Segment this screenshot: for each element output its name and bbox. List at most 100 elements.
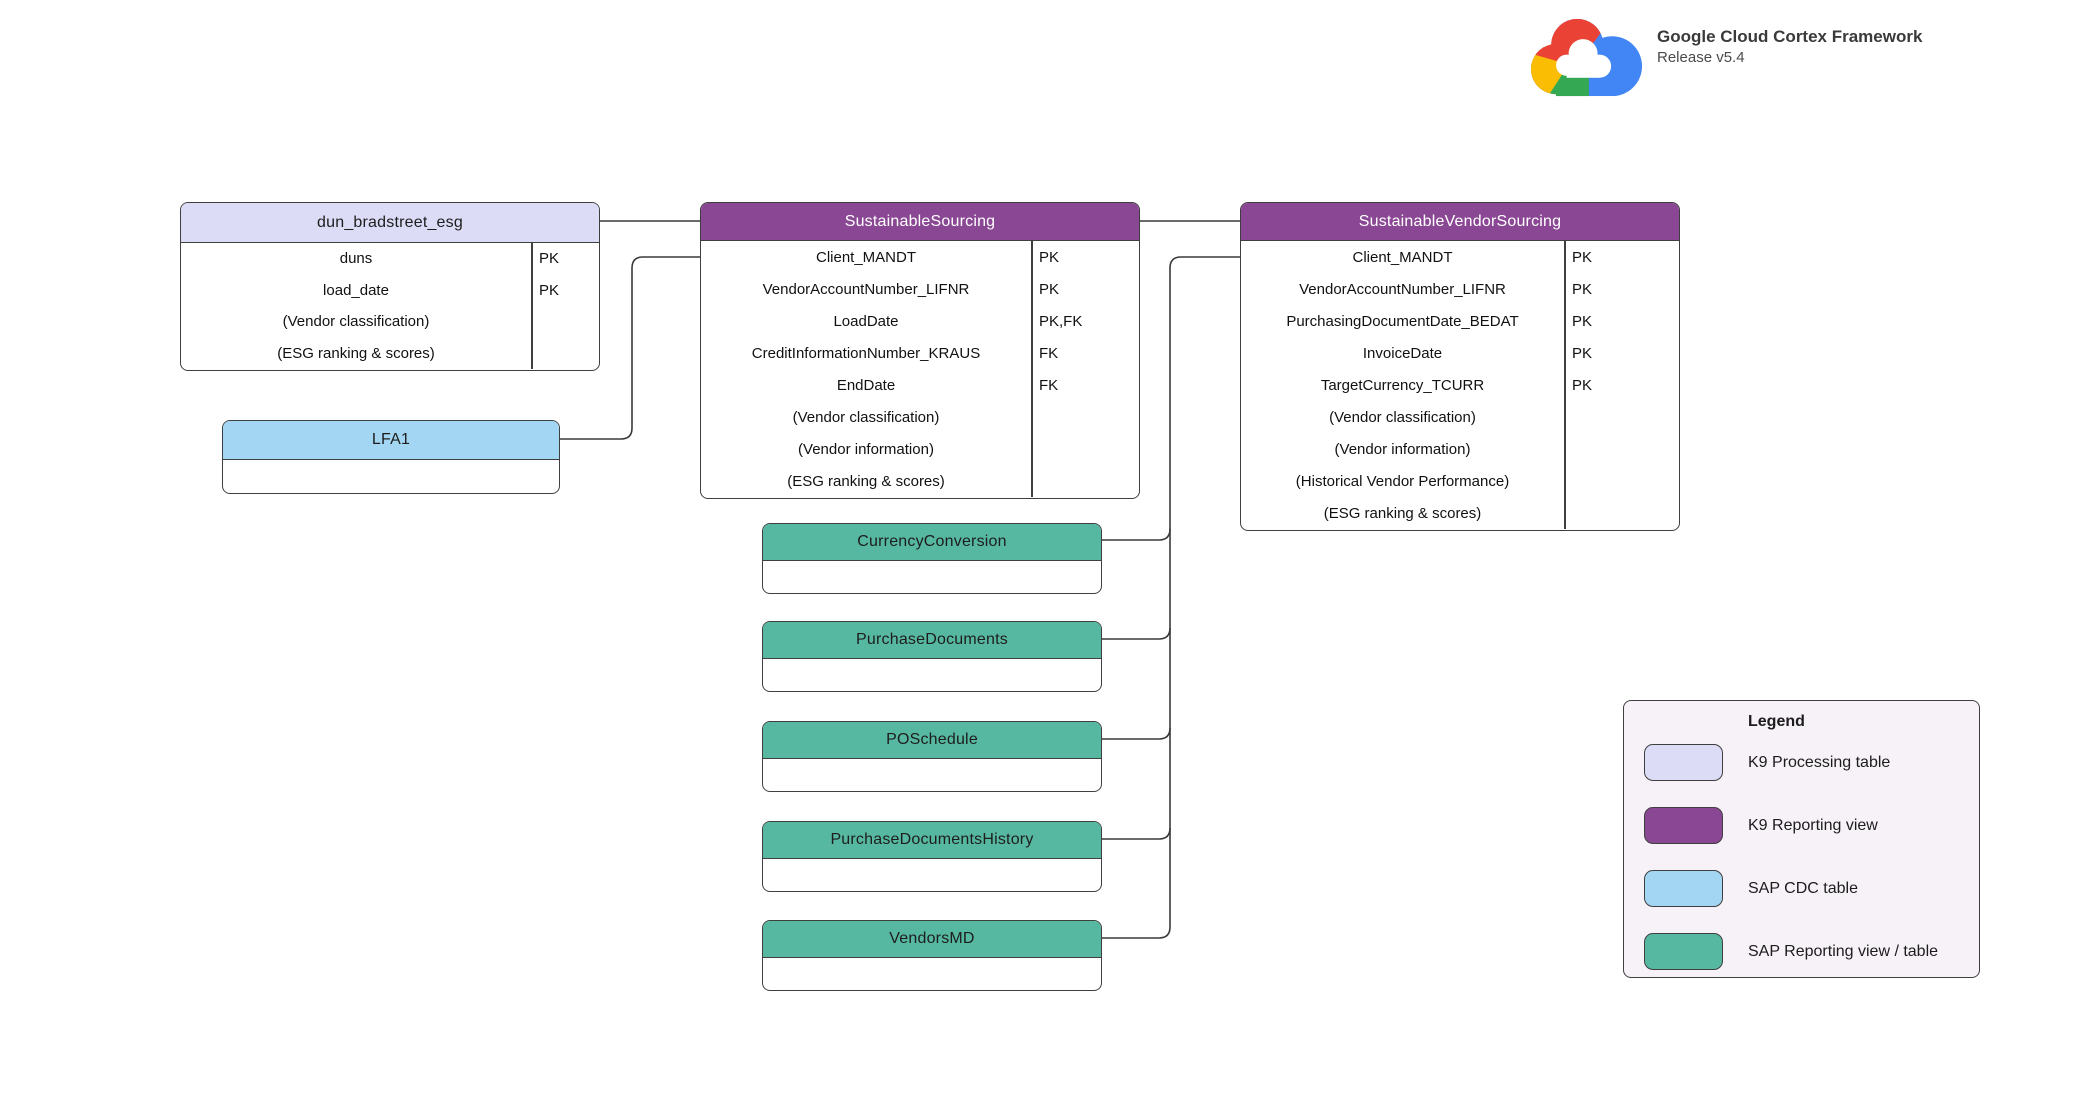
table-header-dun_bradstreet_esg: dun_bradstreet_esg	[181, 203, 599, 243]
table-header-purchase_documents_history: PurchaseDocumentsHistory	[763, 822, 1101, 859]
table-row: CreditInformationNumber_KRAUS FK	[701, 337, 1139, 369]
field-key	[1572, 465, 1679, 497]
google-cloud-logo	[1530, 18, 1643, 97]
field-key	[539, 306, 599, 338]
connector-line	[560, 256, 700, 440]
field-name: (ESG ranking & scores)	[277, 344, 435, 362]
field-name: (ESG ranking & scores)	[1323, 504, 1482, 522]
table-purchase_documents_history: PurchaseDocumentsHistory	[762, 821, 1102, 892]
field-name: PurchasingDocumentDate_BEDAT	[1286, 312, 1519, 330]
table-po_schedule: POSchedule	[762, 721, 1102, 792]
connectors-group	[560, 220, 1240, 939]
field-name: TargetCurrency_TCURR	[1320, 376, 1485, 394]
field-name: duns	[339, 250, 373, 268]
field-name: InvoiceDate	[1362, 344, 1443, 362]
table-row: (Historical Vendor Performance)	[1241, 465, 1679, 497]
field-name: VendorAccountNumber_LIFNR	[1299, 280, 1506, 298]
empty-row	[763, 561, 1101, 592]
table-header-currency_conversion: CurrencyConversion	[763, 524, 1101, 561]
field-key: FK	[1039, 376, 1059, 394]
legend-swatch-k9_processing	[1644, 744, 1723, 781]
release-version: Release v5.4	[1657, 49, 1745, 66]
branding-block: Google Cloud Cortex Framework Release v5…	[1657, 26, 1922, 68]
field-key: FK	[1039, 344, 1059, 362]
key-column-divider	[531, 243, 533, 369]
table-header-po_schedule: POSchedule	[763, 722, 1101, 759]
legend-swatch-sap_cdc	[1644, 870, 1723, 907]
table-header-sustainable_sourcing: SustainableSourcing	[701, 203, 1139, 241]
table-currency_conversion: CurrencyConversion	[762, 523, 1102, 594]
table-vendors_md: VendorsMD	[762, 920, 1102, 991]
table-row: TargetCurrency_TCURR PK	[1241, 369, 1679, 401]
field-key: PK	[1039, 248, 1060, 266]
table-row: (Vendor classification)	[1241, 401, 1679, 433]
empty-row	[763, 659, 1101, 690]
table-row: Client_MANDT PK	[701, 241, 1139, 273]
field-key: PK	[1572, 376, 1593, 394]
field-name: load_date	[323, 281, 389, 299]
connector-line	[1102, 528, 1171, 541]
field-key: PK,FK	[1039, 312, 1083, 330]
table-header-sustainable_vendor_sourcing: SustainableVendorSourcing	[1241, 203, 1679, 241]
framework-title: Google Cloud Cortex Framework	[1657, 27, 1923, 46]
field-key	[1039, 401, 1139, 433]
table-header-vendors_md: VendorsMD	[763, 921, 1101, 958]
empty-row	[223, 460, 559, 492]
connector-line	[1102, 627, 1171, 640]
table-row: load_date PK	[181, 275, 599, 307]
field-name: (Vendor classification)	[792, 408, 940, 426]
table-row: Client_MANDT PK	[1241, 241, 1679, 273]
table-row: LoadDate PK,FK	[701, 305, 1139, 337]
logo-cloud-cutout	[1556, 39, 1612, 78]
empty-row	[763, 958, 1101, 989]
legend-label: K9 Reporting view	[1748, 816, 1878, 834]
field-key	[1572, 497, 1679, 529]
table-row: PurchasingDocumentDate_BEDAT PK	[1241, 305, 1679, 337]
field-key	[1039, 465, 1139, 497]
legend-label: K9 Processing table	[1748, 753, 1891, 771]
connector-line	[1102, 256, 1240, 939]
field-key	[539, 338, 599, 370]
field-name: (Historical Vendor Performance)	[1295, 472, 1510, 490]
empty-row	[763, 759, 1101, 790]
field-name: Client_MANDT	[1352, 248, 1453, 266]
table-row: (ESG ranking & scores)	[701, 465, 1139, 497]
field-key: PK	[1572, 248, 1593, 266]
table-row: VendorAccountNumber_LIFNR PK	[1241, 273, 1679, 305]
field-key: PK	[539, 281, 560, 299]
table-header-purchase_documents: PurchaseDocuments	[763, 622, 1101, 659]
empty-row	[763, 859, 1101, 890]
connector-line	[1102, 827, 1171, 840]
field-name: EndDate	[836, 376, 896, 394]
table-row: (Vendor information)	[701, 433, 1139, 465]
legend-label: SAP CDC table	[1748, 879, 1858, 897]
field-name: LoadDate	[833, 312, 899, 330]
legend-label: SAP Reporting view / table	[1748, 942, 1939, 960]
table-row: (ESG ranking & scores)	[1241, 497, 1679, 529]
table-row: (Vendor information)	[1241, 433, 1679, 465]
table-row: (ESG ranking & scores)	[181, 338, 599, 370]
field-name: (Vendor classification)	[282, 313, 430, 331]
table-header-lfa1: LFA1	[223, 421, 559, 460]
key-column-divider	[1564, 241, 1566, 529]
field-name: (ESG ranking & scores)	[787, 472, 945, 490]
field-name: CreditInformationNumber_KRAUS	[751, 344, 981, 362]
field-key: PK	[1039, 280, 1060, 298]
field-key: PK	[1572, 312, 1593, 330]
field-name: (Vendor information)	[1334, 440, 1471, 458]
field-name: VendorAccountNumber_LIFNR	[762, 280, 970, 298]
field-name: (Vendor classification)	[1329, 408, 1476, 426]
table-row: (Vendor classification)	[701, 401, 1139, 433]
field-key	[1039, 433, 1139, 465]
field-key: PK	[1572, 280, 1593, 298]
field-name: Client_MANDT	[815, 248, 917, 266]
table-row: EndDate FK	[701, 369, 1139, 401]
field-key	[1572, 401, 1679, 433]
field-name: (Vendor information)	[798, 440, 934, 458]
